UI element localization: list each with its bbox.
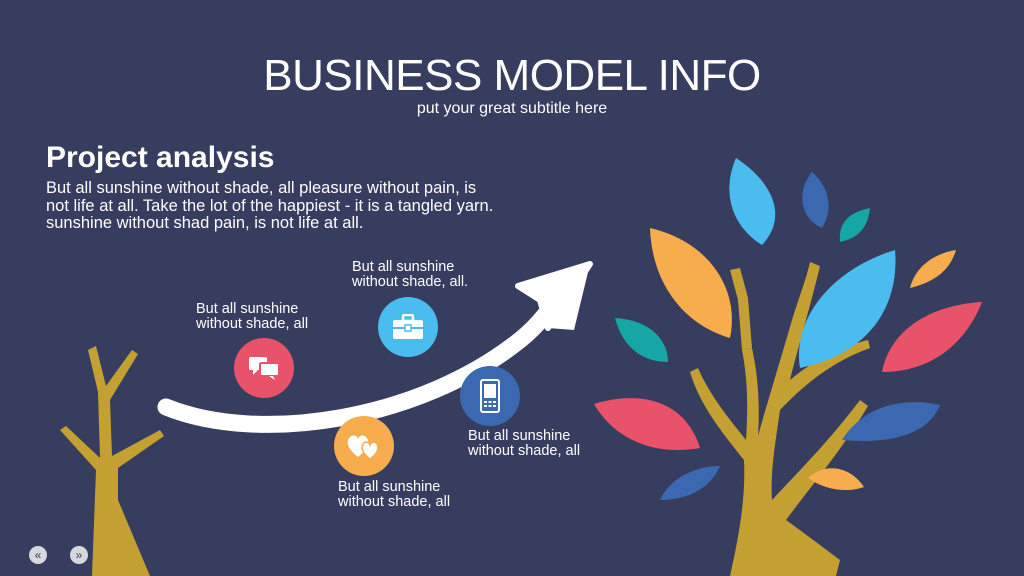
feature-label-line1: But all sunshine bbox=[338, 479, 441, 495]
page-subtitle: put your great subtitle here bbox=[416, 100, 608, 117]
feature-label-hearts: But all sunshine without shade, all bbox=[338, 480, 450, 509]
chat-bubbles-icon bbox=[234, 338, 294, 398]
feature-label-mobile: But all sunshine without shade, all bbox=[468, 429, 580, 458]
mobile-phone-icon bbox=[460, 366, 520, 426]
feature-label-line2: without shade, all. bbox=[352, 273, 469, 290]
feature-label-line1: But all sunshine bbox=[352, 259, 455, 275]
feature-label-line1: But all sunshine bbox=[468, 428, 571, 444]
right-tree bbox=[690, 262, 870, 576]
feature-label-line2: without shade, all bbox=[338, 493, 451, 510]
feature-label-line2: without shade, all bbox=[468, 442, 581, 459]
left-tree bbox=[60, 346, 164, 576]
prev-slide-button[interactable]: « bbox=[29, 546, 47, 564]
hearts-icon bbox=[334, 416, 394, 476]
section-body: But all sunshine without shade, all plea… bbox=[46, 179, 494, 232]
next-slide-button[interactable]: » bbox=[70, 546, 88, 564]
briefcase-icon bbox=[378, 297, 438, 357]
feature-label-line2: without shade, all bbox=[196, 315, 309, 332]
section-title: Project analysis bbox=[46, 141, 275, 174]
page-title: BUSINESS MODEL INFO bbox=[263, 51, 761, 100]
feature-label-briefcase: But all sunshine without shade, all. bbox=[352, 260, 468, 289]
growth-arrow bbox=[157, 261, 593, 433]
leaves bbox=[594, 158, 982, 500]
feature-label-chat: But all sunshine without shade, all bbox=[196, 302, 308, 331]
feature-label-line1: But all sunshine bbox=[196, 301, 299, 317]
